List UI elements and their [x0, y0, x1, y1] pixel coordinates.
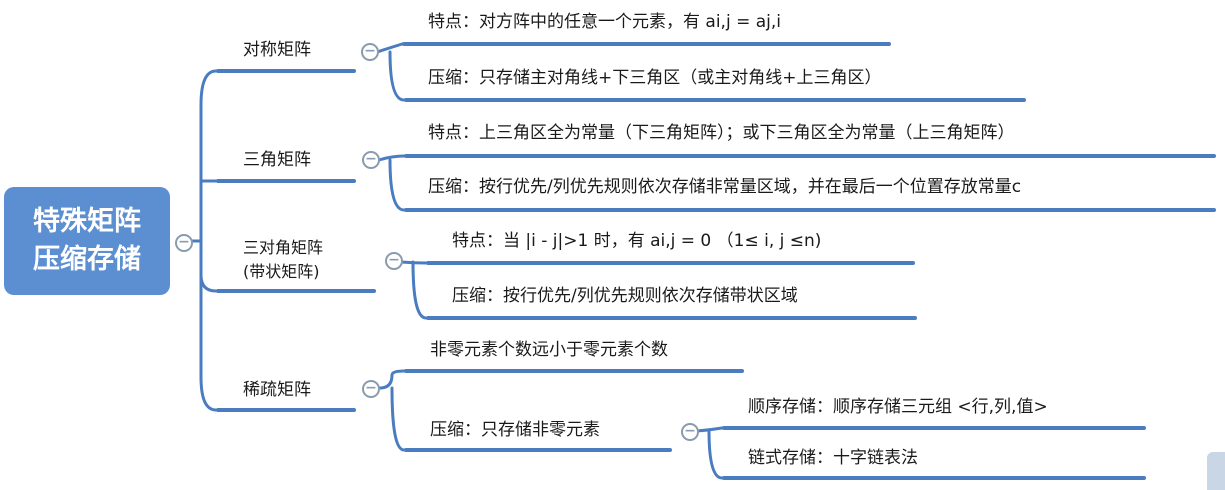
leaf-underline: [404, 369, 744, 373]
leaf-underline: [722, 426, 1146, 430]
branch-underline: [216, 69, 356, 73]
leaf-underline: [404, 154, 1216, 158]
leaf-triangular-compress[interactable]: 压缩：按行优先/列优先规则依次存储非常量区域，并在最后一个位置存放常量c: [428, 177, 1022, 197]
branch-triangular-label[interactable]: 三角矩阵: [243, 150, 311, 170]
collapse-icon[interactable]: −: [175, 234, 193, 252]
leaf-underline: [426, 316, 917, 320]
branch-underline: [216, 179, 356, 183]
leaf-underline: [404, 98, 1026, 102]
branch-tridiagonal-label[interactable]: 三对角矩阵 (带状矩阵): [243, 238, 324, 281]
leaf-tridiagonal-feature[interactable]: 特点：当 |i - j|>1 时，有 ai,j = 0 （1≤ i, j ≤n): [452, 231, 822, 251]
collapse-icon[interactable]: −: [385, 252, 403, 270]
root-topic[interactable]: 特殊矩阵 压缩存储: [4, 187, 170, 295]
leaf-underline: [404, 448, 672, 452]
collapse-icon[interactable]: −: [681, 423, 699, 441]
leaf-sparse-feature[interactable]: 非零元素个数远小于零元素个数: [430, 340, 668, 360]
collapse-icon[interactable]: −: [362, 380, 380, 398]
leaf-sparse-compress[interactable]: 压缩：只存储非零元素: [430, 420, 600, 440]
leaf-tridiagonal-compress[interactable]: 压缩：按行优先/列优先规则依次存储带状区域: [452, 286, 798, 306]
branch-sparse-label[interactable]: 稀疏矩阵: [243, 380, 311, 400]
leaf-underline: [722, 476, 1146, 480]
scrollbar-corner: [1207, 452, 1225, 490]
leaf-underline: [426, 261, 915, 265]
collapse-icon[interactable]: −: [361, 43, 379, 61]
collapse-icon[interactable]: −: [362, 151, 380, 169]
leaf-triangular-feature[interactable]: 特点：上三角区全为常量（下三角矩阵）；或下三角区全为常量（上三角矩阵）: [428, 123, 1015, 143]
branch-symmetric-label[interactable]: 对称矩阵: [243, 40, 311, 60]
branch-underline: [216, 289, 376, 293]
branch-underline: [216, 408, 356, 412]
leaf-linked-storage[interactable]: 链式存储：十字链表法: [748, 448, 918, 468]
leaf-underline: [402, 42, 891, 46]
leaf-symmetric-feature[interactable]: 特点：对方阵中的任意一个元素，有 ai,j = aj,i: [428, 12, 781, 32]
leaf-symmetric-compress[interactable]: 压缩：只存储主对角线+下三角区（或主对角线+上三角区）: [428, 68, 882, 88]
leaf-sequential-storage[interactable]: 顺序存储：顺序存储三元组 <行,列,值>: [748, 397, 1048, 417]
leaf-underline: [404, 208, 1216, 212]
